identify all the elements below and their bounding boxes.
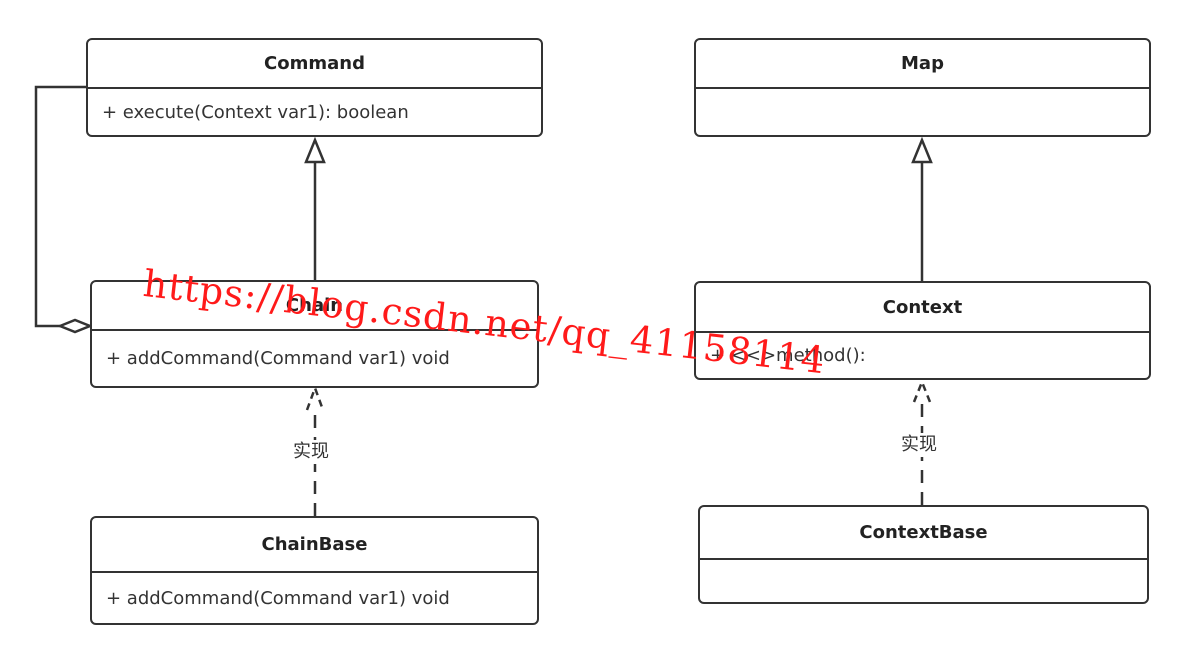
- class-contextbase: ContextBase: [698, 505, 1149, 604]
- context-impl-label: 实现: [899, 433, 939, 457]
- class-chain-member: + addCommand(Command var1) void: [106, 348, 450, 369]
- chain-aggregates-command-line: [34, 85, 86, 328]
- class-command-name: Command: [88, 40, 541, 89]
- chainbase-impl-arrowhead: [305, 384, 325, 411]
- class-contextbase-name: ContextBase: [700, 507, 1147, 560]
- class-context-member: + <<>method():: [710, 345, 866, 366]
- class-chainbase-name: ChainBase: [92, 518, 537, 573]
- class-command-member: + execute(Context var1): boolean: [102, 101, 409, 123]
- class-contextbase-member: [700, 560, 1147, 602]
- class-chain: Chain + addCommand(Command var1) void: [90, 280, 539, 388]
- context-to-map-arrowhead: [911, 136, 933, 164]
- class-map-name: Map: [696, 40, 1149, 89]
- chain-to-command-arrowhead: [304, 136, 326, 164]
- contextbase-impl-arrowhead: [912, 378, 932, 403]
- class-map: Map: [694, 38, 1151, 137]
- class-chainbase-member: + addCommand(Command var1) void: [106, 587, 450, 609]
- chain-impl-label: 实现: [291, 440, 331, 464]
- class-map-member: [696, 89, 1149, 135]
- class-context-name: Context: [696, 283, 1149, 333]
- class-chainbase: ChainBase + addCommand(Command var1) voi…: [90, 516, 539, 625]
- class-context: Context + <<>method():: [694, 281, 1151, 380]
- class-chain-name: Chain: [92, 282, 537, 331]
- class-command: Command + execute(Context var1): boolean: [86, 38, 543, 137]
- aggregation-diamond: [56, 318, 94, 334]
